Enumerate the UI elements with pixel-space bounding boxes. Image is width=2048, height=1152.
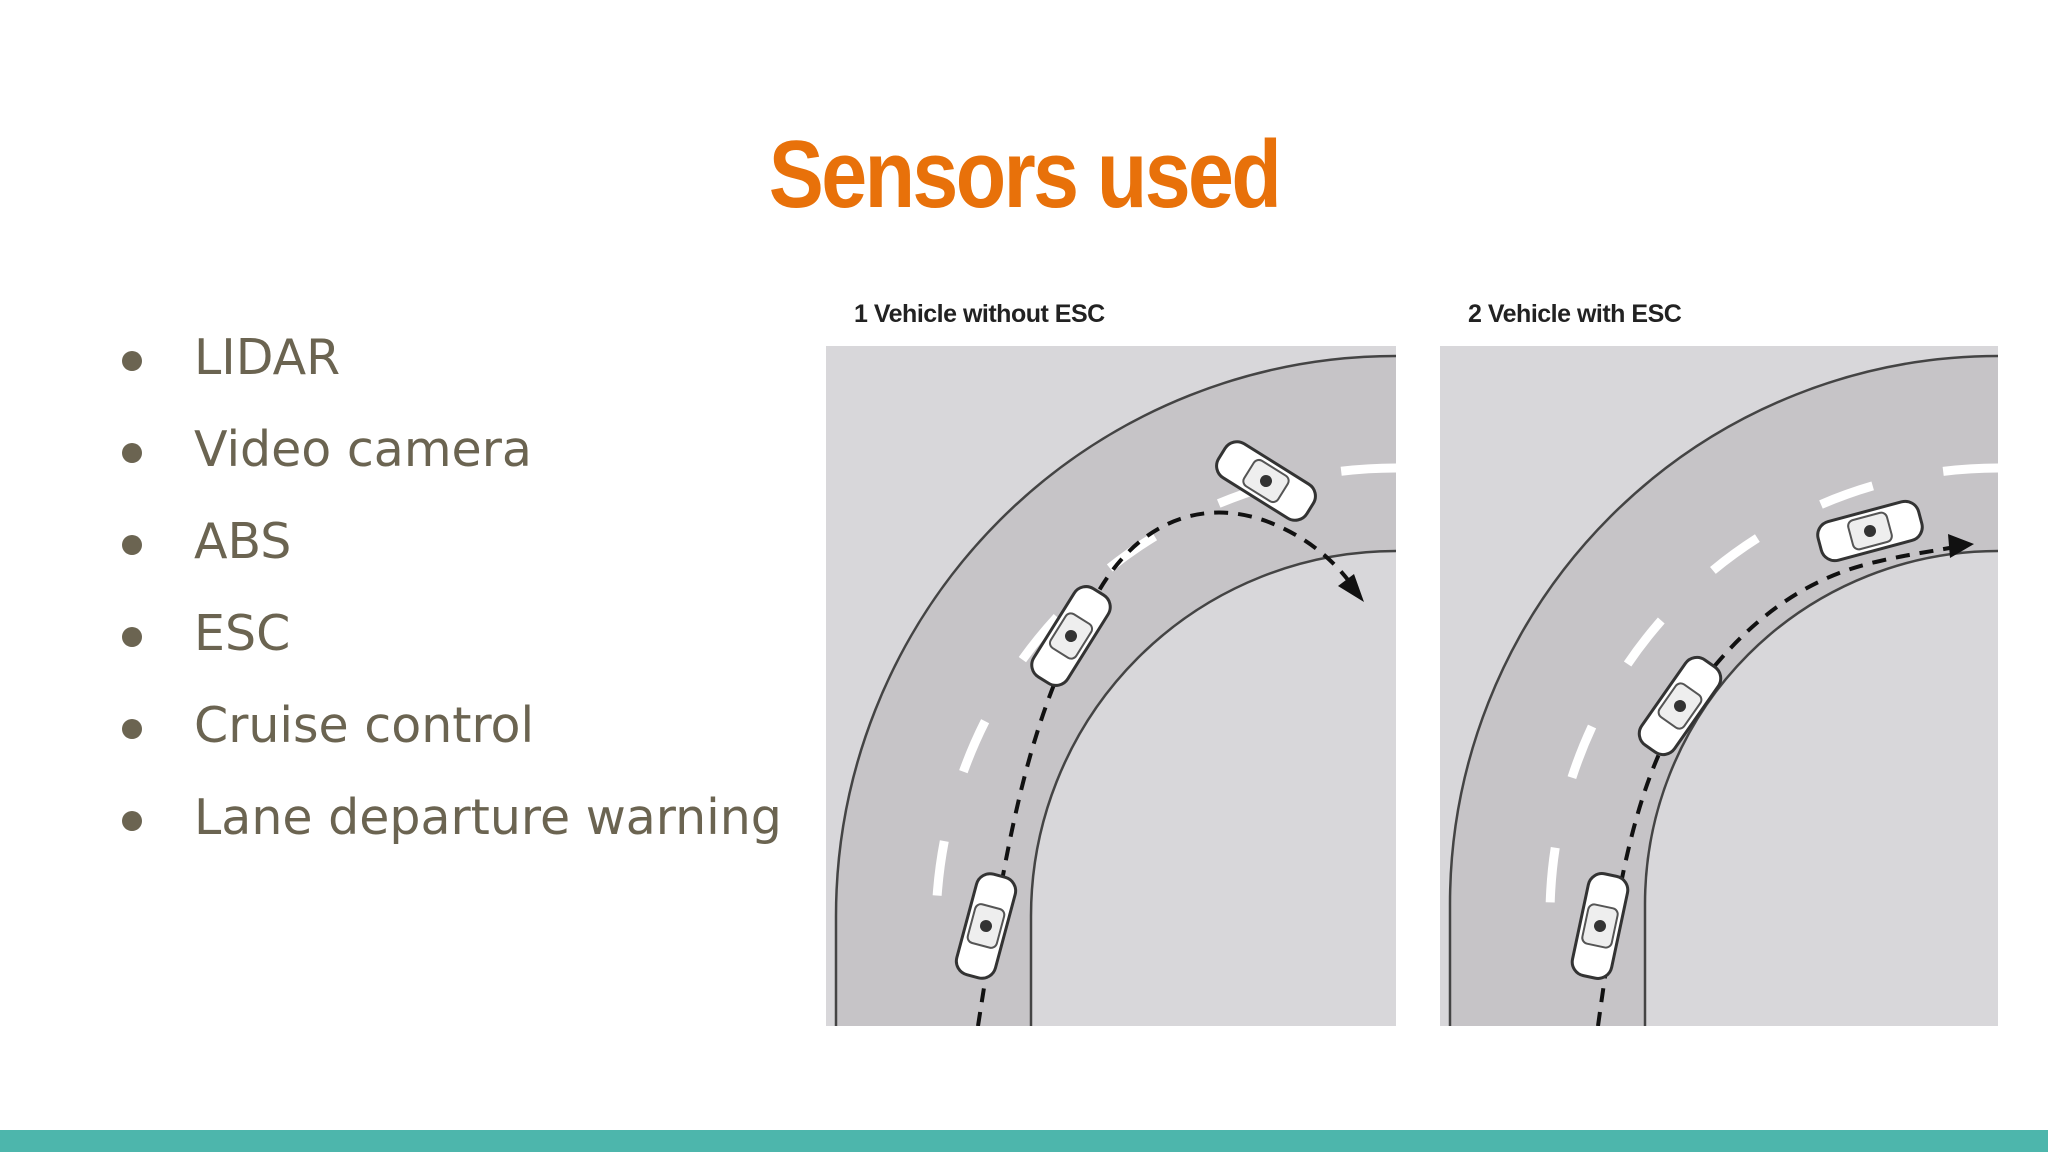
bullet-dot-icon <box>122 443 142 463</box>
bullet-item: Video camera <box>112 404 782 496</box>
bullet-dot-icon <box>122 351 142 371</box>
road-diagram <box>826 346 1396 1026</box>
car-icon <box>1816 499 1924 563</box>
bullet-item: ABS <box>112 496 782 588</box>
car-icon <box>1570 872 1630 980</box>
footer-accent-bar <box>0 1130 2048 1152</box>
trajectory-path <box>1596 544 1961 1026</box>
panel-without-esc: 1 Vehicle without ESC <box>826 290 1396 1030</box>
panel-title: 1 Vehicle without ESC <box>854 300 1105 328</box>
road-inner-edge <box>1029 549 1396 1026</box>
car-icon <box>1637 655 1723 757</box>
bullet-text: ESC <box>194 605 291 662</box>
bullet-text: LIDAR <box>194 329 341 386</box>
arrow-head-icon <box>1338 574 1364 602</box>
arrow-head-icon <box>1948 534 1974 558</box>
bullet-text: ABS <box>194 513 292 570</box>
road-outer-edge <box>834 354 1396 1026</box>
car-icon <box>954 872 1018 980</box>
car-icon <box>1215 440 1317 522</box>
bullet-dot-icon <box>122 627 142 647</box>
bullet-text: Lane departure warning <box>194 789 782 846</box>
bullet-list: LIDAR Video camera ABS ESC Cruise contro… <box>112 312 782 864</box>
bullet-item: Cruise control <box>112 680 782 772</box>
bullet-dot-icon <box>122 535 142 555</box>
bullet-dot-icon <box>122 811 142 831</box>
road-curve <box>836 356 1396 1026</box>
road-inner-edge <box>1643 549 1998 1026</box>
panel-title: 2 Vehicle with ESC <box>1468 300 1682 328</box>
esc-comparison-figure: 1 Vehicle without ESC <box>826 290 2006 1030</box>
bullet-item: LIDAR <box>112 312 782 404</box>
slide-title: Sensors used <box>768 121 1282 228</box>
bullet-item: ESC <box>112 588 782 680</box>
bullet-text: Cruise control <box>194 697 535 754</box>
car-icon <box>1030 585 1112 687</box>
bullet-text: Video camera <box>194 421 532 478</box>
road-outer-edge <box>1448 354 1998 1026</box>
bullet-item: Lane departure warning <box>112 772 782 864</box>
bullet-dot-icon <box>122 719 142 739</box>
panel-with-esc: 2 Vehicle with ESC <box>1440 290 1998 1030</box>
road-diagram <box>1440 346 1998 1026</box>
